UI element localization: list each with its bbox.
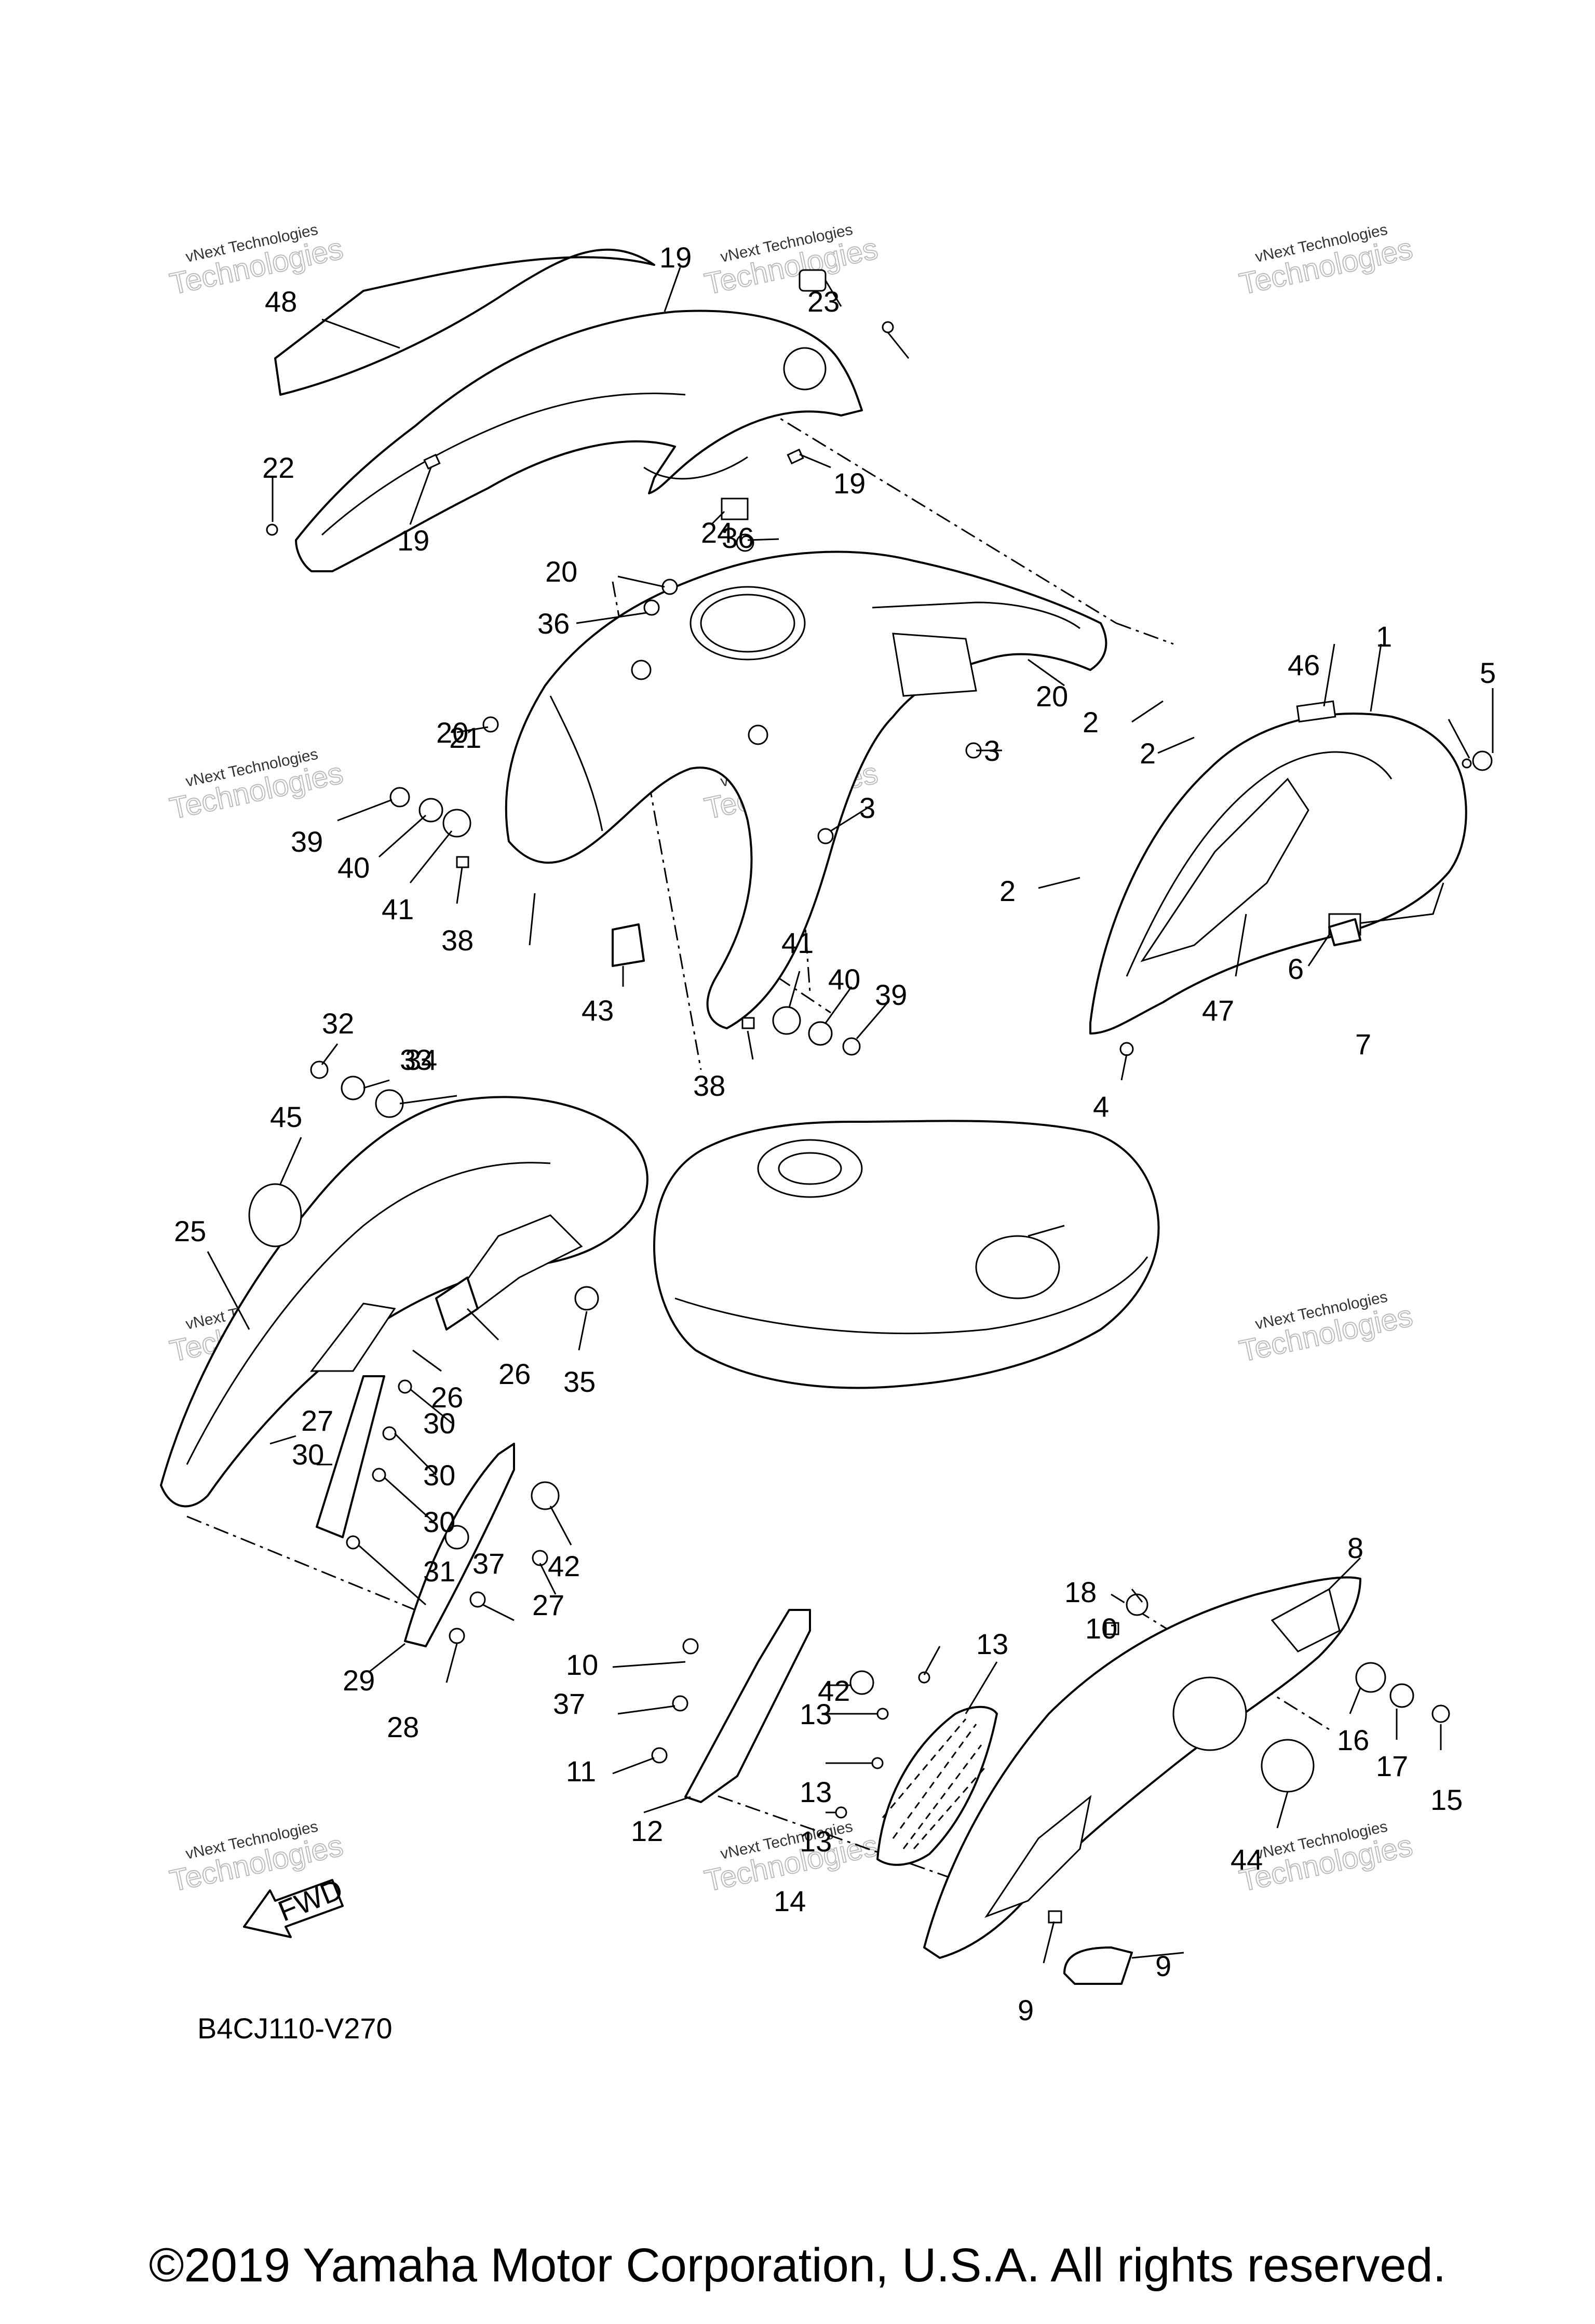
watermark: vNext Technologies Technologies: [1236, 221, 1416, 302]
callout-number: 1: [1376, 620, 1392, 653]
callout-number: 28: [387, 1711, 419, 1743]
callout-number: 13: [800, 1698, 832, 1730]
callout-number: 11: [566, 1755, 596, 1788]
callout-number: 26: [431, 1381, 463, 1414]
callout-number: 30: [423, 1459, 455, 1492]
fwd-label: FWD: [274, 1872, 347, 1927]
callout-number: 13: [800, 1776, 832, 1808]
part-43-bracket: [612, 923, 645, 967]
callout-number: 41: [781, 926, 814, 959]
callout-number: 26: [498, 1358, 531, 1390]
watermark: vNext Technologies Technologies: [166, 221, 346, 302]
callout-number: 30: [423, 1407, 455, 1440]
callout-number: 13: [976, 1628, 1008, 1660]
part-1-side-cover-right: [1089, 700, 1467, 1035]
callout-number: 21: [449, 721, 481, 754]
callout-number: 29: [343, 1664, 375, 1697]
callout-number: 13: [800, 1825, 832, 1858]
callout-number: 44: [1231, 1843, 1263, 1876]
callout-number: 18: [1064, 1576, 1097, 1608]
callout-number: 40: [337, 851, 370, 884]
callout-number: 16: [1337, 1724, 1369, 1756]
callout-number: 10: [566, 1648, 598, 1681]
hardware: [248, 269, 1493, 1985]
callout-numbers: 1222334567899101011121313131314151617181…: [174, 241, 1496, 2026]
watermark: vNext Technologies Technologies: [1236, 1288, 1416, 1369]
callout-number: 36: [722, 521, 754, 554]
leader-lines: [207, 267, 1494, 1964]
callout-number: 35: [563, 1365, 596, 1398]
part-24-side-cover-left: [160, 1096, 648, 1508]
callout-number: 27: [532, 1589, 564, 1621]
callout-number: 2: [999, 875, 1016, 907]
callout-number: 40: [828, 963, 860, 996]
part-48-visor: [274, 248, 655, 396]
callout-number: 24: [701, 516, 733, 549]
watermark: vNext Technologies Technologies: [166, 746, 346, 826]
callout-number: 39: [875, 978, 907, 1011]
callout-number: 30: [292, 1438, 324, 1471]
callout-number: 36: [537, 607, 570, 640]
callout-number: 8: [1347, 1532, 1363, 1564]
callout-number: 25: [174, 1215, 206, 1247]
callout-number: 23: [807, 285, 840, 318]
callout-number: 3: [984, 734, 1000, 767]
drawing-code: B4CJ110-V270: [197, 2012, 393, 2045]
callout-number: 42: [548, 1550, 580, 1582]
callout-number: 10: [1085, 1612, 1117, 1645]
part-29-bracket: [316, 1375, 385, 1538]
callout-number: 20: [1036, 680, 1068, 713]
callout-number: 19: [659, 241, 692, 274]
watermark: vNext Technologies Technologies: [701, 221, 881, 302]
callout-number: 19: [397, 524, 429, 557]
fuel-tank: [653, 1120, 1160, 1389]
callout-number: 12: [631, 1815, 663, 1847]
part-12-mesh: [876, 1705, 998, 1866]
callout-number: 31: [423, 1555, 455, 1588]
callout-number: 38: [693, 1069, 725, 1102]
fwd-arrow-icon: FWD: [243, 1872, 347, 1938]
callout-number: 20: [436, 716, 468, 749]
callout-number: 2: [1140, 737, 1156, 770]
callout-number: 42: [818, 1674, 850, 1707]
callout-number: 4: [1093, 1090, 1109, 1123]
callout-number: 17: [1376, 1750, 1408, 1782]
callout-number: 30: [423, 1506, 455, 1538]
part-18-top-cover: [295, 310, 863, 572]
part-25-inner-cover: [435, 1277, 479, 1331]
callout-number: 7: [1355, 1028, 1371, 1060]
callout-number: 2: [1083, 706, 1099, 738]
callout-number: 9: [1018, 1994, 1034, 2026]
callout-number: 3: [859, 791, 875, 824]
callout-number: 43: [582, 994, 614, 1027]
callout-number: 37: [472, 1547, 505, 1580]
callout-number: 33: [400, 1043, 432, 1076]
part-7-lower-cover: [923, 1576, 1361, 1959]
callout-number: 39: [291, 825, 323, 858]
callout-number: 45: [270, 1100, 302, 1133]
callout-number: 32: [322, 1007, 354, 1040]
callout-number: 27: [301, 1404, 333, 1437]
callout-number: 14: [774, 1885, 806, 1917]
callout-number: 37: [553, 1687, 585, 1720]
callout-number: 34: [405, 1043, 437, 1076]
callout-number: 15: [1430, 1783, 1463, 1816]
callout-number: 5: [1480, 656, 1496, 689]
callout-number: 19: [833, 467, 866, 500]
callout-number: 48: [265, 285, 297, 318]
callout-number: 46: [1288, 649, 1320, 681]
callout-number: 47: [1202, 994, 1234, 1027]
callout-number: 38: [441, 924, 474, 957]
part-35-tank-cover: [505, 550, 1107, 1029]
part-28-side-panel: [404, 1443, 515, 1647]
part-11-trim: [684, 1609, 811, 1803]
copyright-notice: ©2019 Yamaha Motor Corporation, U.S.A. A…: [148, 2239, 1447, 2292]
callout-number: 22: [262, 451, 294, 484]
callout-number: 41: [382, 893, 414, 925]
callout-number: 9: [1155, 1950, 1171, 1982]
callout-number: 6: [1288, 952, 1304, 985]
callout-number: 20: [545, 555, 577, 588]
